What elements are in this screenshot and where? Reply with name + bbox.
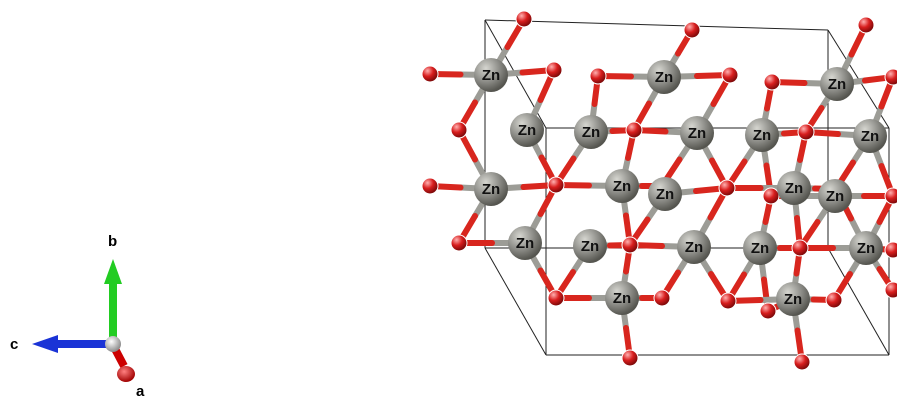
zinc-atom: Zn [818, 179, 852, 213]
zinc-atom-label: Zn [613, 178, 631, 195]
zinc-atom: Zn [510, 113, 544, 147]
zinc-atom: Zn [605, 281, 639, 315]
zinc-atom-label: Zn [518, 122, 536, 139]
oxygen-atom [621, 349, 639, 367]
oxygen-atom [825, 291, 843, 309]
axis-a-label: a [136, 383, 145, 396]
oxygen-atom [793, 353, 811, 371]
zinc-atom: Zn [677, 230, 711, 264]
oxygen-atom [421, 177, 439, 195]
oxygen-atom [884, 187, 897, 205]
zinc-atom-label: Zn [656, 186, 674, 203]
axis-c-label: c [10, 336, 18, 353]
oxygen-atom [547, 176, 565, 194]
oxygen-atom [450, 121, 468, 139]
oxygen-atom [545, 61, 563, 79]
zinc-atom-label: Zn [785, 180, 803, 197]
zinc-atom-label: Zn [516, 235, 534, 252]
axis-b-label: b [108, 233, 117, 250]
zinc-atom: Zn [648, 177, 682, 211]
oxygen-atom [857, 16, 875, 34]
zinc-atom: Zn [647, 60, 681, 94]
cell-edge [827, 247, 890, 356]
zinc-atom-label: Zn [655, 69, 673, 86]
oxygen-atom [515, 10, 533, 28]
zinc-atom-label: Zn [857, 240, 875, 257]
zinc-atom-label: Zn [784, 291, 802, 308]
oxygen-atom [884, 68, 897, 86]
zinc-atom-label: Zn [688, 125, 706, 142]
zinc-atom-label: Zn [753, 127, 771, 144]
zinc-atom-label: Zn [582, 124, 600, 141]
oxygen-atom [683, 21, 701, 39]
oxygen-atom [621, 236, 639, 254]
oxygen-atom [547, 289, 565, 307]
oxygen-atom [589, 67, 607, 85]
oxygen-atom [797, 123, 815, 141]
zinc-atom: Zn [777, 171, 811, 205]
oxygen-atom [625, 121, 643, 139]
zinc-atom: Zn [680, 116, 714, 150]
zinc-atom: Zn [508, 226, 542, 260]
cell-edge [484, 19, 829, 31]
oxygen-atom [718, 179, 736, 197]
oxygen-atom [719, 292, 737, 310]
zinc-atom-label: Zn [826, 188, 844, 205]
zinc-atom: Zn [849, 231, 883, 265]
oxygen-atom [759, 302, 777, 320]
oxygen-atom [884, 281, 897, 299]
zinc-atom: Zn [474, 58, 508, 92]
zinc-atom: Zn [605, 169, 639, 203]
zinc-atom-label: Zn [581, 238, 599, 255]
zinc-atom-label: Zn [685, 239, 703, 256]
zinc-atom-label: Zn [482, 67, 500, 84]
oxygen-atom [791, 239, 809, 257]
axis-b-arrow [104, 259, 122, 340]
zinc-atom: Zn [745, 118, 779, 152]
zinc-atom-label: Zn [613, 290, 631, 307]
oxygen-atom [653, 289, 671, 307]
oxygen-atom [721, 66, 739, 84]
zinc-atom-label: Zn [861, 128, 879, 145]
axis-triad: b c a [10, 233, 145, 396]
zinc-atom: Zn [820, 67, 854, 101]
oxygen-atom [421, 65, 439, 83]
zinc-atom: Zn [743, 231, 777, 265]
cell-edge [484, 247, 547, 356]
zinc-atom: Zn [853, 119, 887, 153]
axis-origin [105, 336, 121, 352]
zinc-atom: Zn [474, 172, 508, 206]
axis-c-arrow [32, 335, 112, 353]
oxygen-atom [884, 241, 897, 259]
oxygen-atom [450, 234, 468, 252]
zinc-atom: Zn [573, 229, 607, 263]
zinc-atom: Zn [574, 115, 608, 149]
zinc-atom-label: Zn [482, 181, 500, 198]
oxygen-atom [762, 187, 780, 205]
zinc-atom: Zn [776, 282, 810, 316]
zinc-atom-label: Zn [828, 76, 846, 93]
oxygen-atom [763, 73, 781, 91]
zinc-atom-label: Zn [751, 240, 769, 257]
